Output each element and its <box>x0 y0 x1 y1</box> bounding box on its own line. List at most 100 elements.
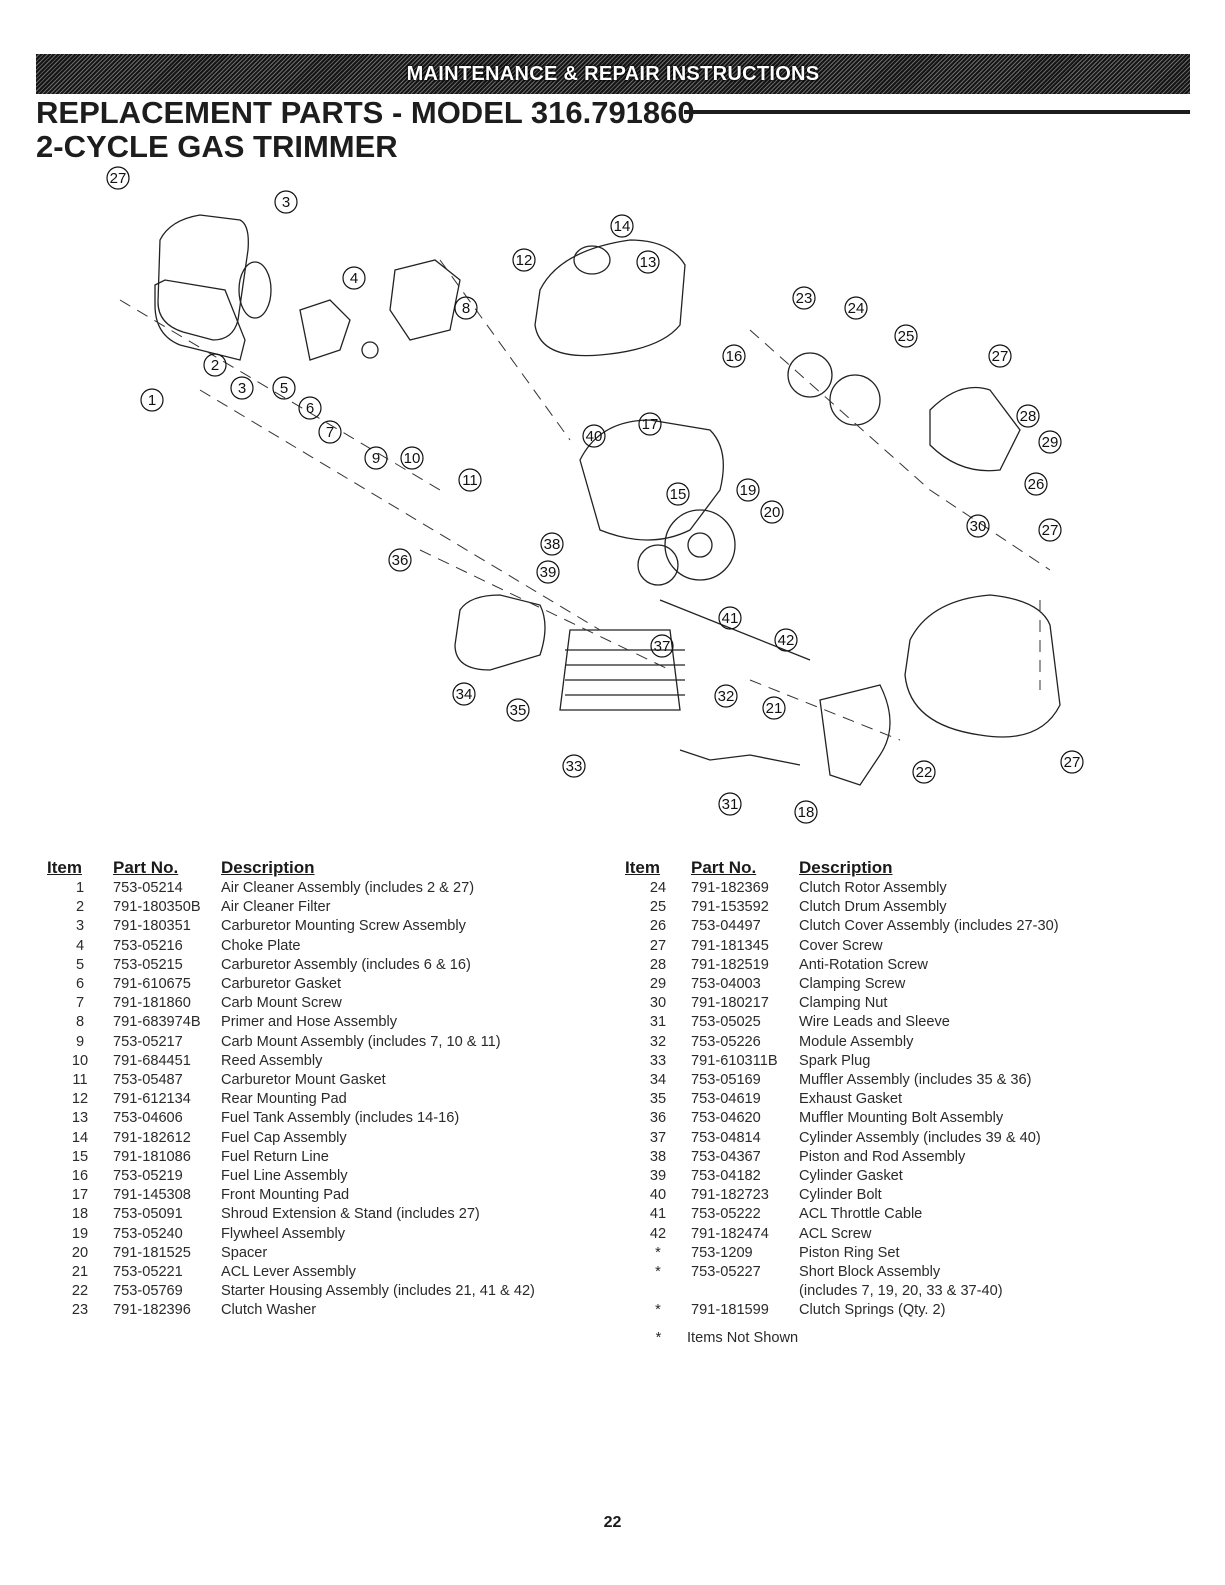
part-number: 791-181860 <box>113 995 191 1012</box>
part-description: ACL Lever Assembly <box>221 1264 356 1281</box>
callout-number: 16 <box>726 348 743 365</box>
table-row: 32 753-05226 Module Assembly <box>625 1033 1059 1052</box>
item-number: 1 <box>75 880 85 896</box>
table-row: (includes 7, 19, 20, 33 & 37-40) <box>625 1282 1059 1301</box>
header-item: Item <box>47 858 82 877</box>
part-number: 791-145308 <box>113 1187 191 1204</box>
part-number: 753-04619 <box>691 1091 761 1108</box>
item-number: 42 <box>649 1225 667 1242</box>
item-number: 16 <box>71 1168 89 1185</box>
part-description: Muffler Mounting Bolt Assembly <box>799 1110 1004 1127</box>
table-row: 7 791-181860 Carb Mount Screw <box>47 994 535 1013</box>
part-number: 791-180350B <box>113 899 201 916</box>
part-description: Module Assembly <box>799 1033 914 1050</box>
part-number: 753-04814 <box>691 1129 761 1146</box>
starter-housing-shape <box>904 594 1061 738</box>
part-number: 753-05769 <box>113 1283 183 1300</box>
banner-text: MAINTENANCE & REPAIR INSTRUCTIONS <box>406 62 820 85</box>
part-number: 753-04367 <box>691 1148 761 1165</box>
item-number: 7 <box>75 995 85 1012</box>
callout-number: 14 <box>614 218 631 235</box>
item-number: 26 <box>649 918 667 935</box>
callout-number: 38 <box>544 536 561 553</box>
item-number: 17 <box>71 1187 89 1204</box>
callout-number: 33 <box>566 758 583 775</box>
part-number: 753-05215 <box>113 956 183 973</box>
engine-block-shape <box>579 419 724 541</box>
part-description: Cylinder Bolt <box>799 1187 882 1204</box>
part-number: 791-182612 <box>113 1129 191 1146</box>
callout-number: 22 <box>916 764 933 781</box>
item-number: 12 <box>71 1091 89 1108</box>
part-number: 791-610311B <box>691 1052 778 1069</box>
part-number: 753-05227 <box>691 1264 761 1281</box>
flywheel-shape <box>664 509 736 581</box>
part-number: 753-05169 <box>691 1072 761 1089</box>
item-number: 8 <box>75 1014 85 1031</box>
section-banner: MAINTENANCE & REPAIR INSTRUCTIONS <box>36 54 1190 94</box>
part-number: 753-04182 <box>691 1168 761 1185</box>
part-number: 791-153592 <box>691 899 769 916</box>
part-description: Carb Mount Screw <box>221 995 342 1012</box>
callout-number: 32 <box>718 688 735 705</box>
part-number: 753-04620 <box>691 1110 761 1127</box>
part-description: Shroud Extension & Stand (includes 27) <box>221 1206 480 1223</box>
part-number: 791-181345 <box>691 937 769 954</box>
item-number: 34 <box>649 1072 667 1089</box>
part-number: 753-05240 <box>113 1225 183 1242</box>
item-number: 41 <box>649 1206 667 1223</box>
item-number: 32 <box>649 1033 667 1050</box>
header-part-no: Part No. <box>691 858 757 877</box>
part-description: Muffler Assembly (includes 35 & 36) <box>799 1072 1032 1089</box>
callout-number: 26 <box>1028 476 1045 493</box>
callout-number: 20 <box>764 504 781 521</box>
callout-number: 9 <box>372 450 380 467</box>
part-number: 791-181599 <box>691 1302 769 1319</box>
part-description: Cylinder Gasket <box>799 1168 903 1185</box>
parts-table-header: Item Part No. Description <box>47 858 535 879</box>
part-number: 791-683974B <box>113 1014 201 1031</box>
callout-number: 21 <box>766 700 783 717</box>
title-line-2: 2-CYCLE GAS TRIMMER <box>36 129 398 164</box>
callout-number: 37 <box>654 638 671 655</box>
part-number: 791-182474 <box>691 1225 769 1242</box>
title-rule <box>684 110 1190 114</box>
part-description: Clutch Cover Assembly (includes 27-30) <box>799 918 1059 935</box>
callout-number: 27 <box>992 348 1009 365</box>
part-description: Cylinder Assembly (includes 39 & 40) <box>799 1129 1041 1146</box>
item-number: 30 <box>649 995 667 1012</box>
part-number: 753-05226 <box>691 1033 761 1050</box>
part-description: Clamping Screw <box>799 976 906 993</box>
callout-number: 34 <box>456 686 473 703</box>
callout-number: 41 <box>722 610 739 627</box>
part-number: 753-1209 <box>691 1244 753 1261</box>
item-number: 2 <box>75 899 85 916</box>
part-description: Fuel Tank Assembly (includes 14-16) <box>221 1110 460 1127</box>
item-number: 35 <box>649 1091 667 1108</box>
item-number: 14 <box>71 1129 89 1146</box>
footnote-text: Items Not Shown <box>687 1330 799 1346</box>
muffler-shape <box>454 594 546 671</box>
item-number: 3 <box>75 918 85 935</box>
part-number: 753-05214 <box>113 880 183 896</box>
item-number: 9 <box>75 1033 85 1050</box>
callout-number: 39 <box>540 564 557 581</box>
